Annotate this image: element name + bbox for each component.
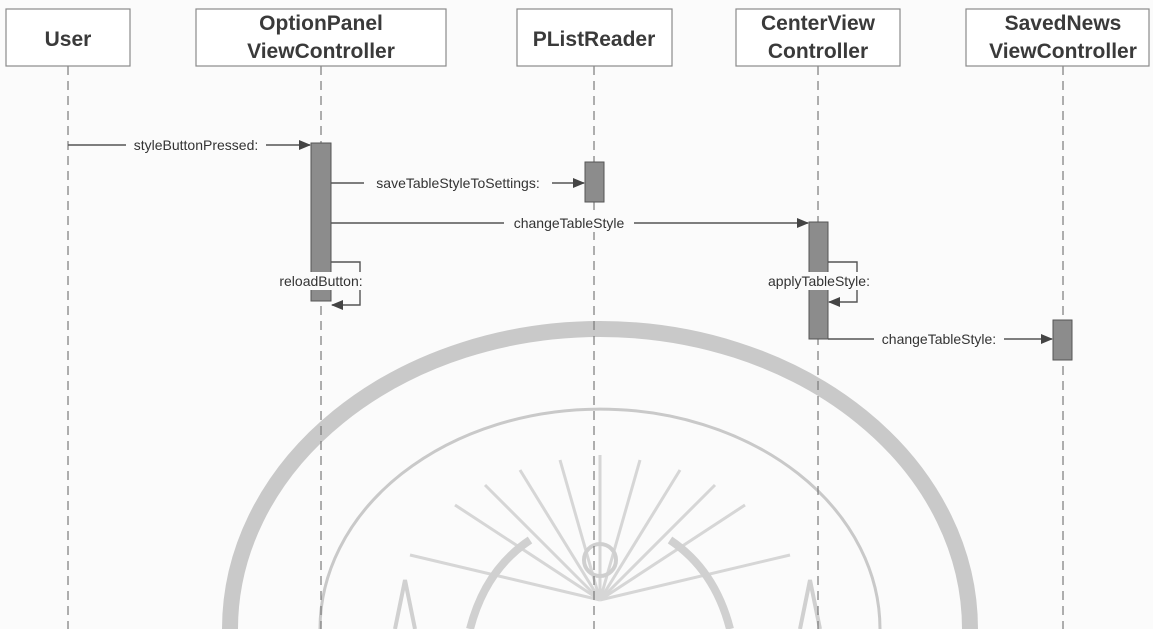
- message-styleButtonPressed: styleButtonPressed:: [68, 136, 311, 154]
- participant-label: SavedNews: [1005, 12, 1122, 35]
- participant-savednews: SavedNews ViewController: [965, 8, 1150, 67]
- message-changeTableStyle-saved: changeTableStyle:: [828, 330, 1053, 348]
- message-label: styleButtonPressed:: [134, 137, 259, 153]
- message-saveTableStyleToSettings: saveTableStyleToSettings:: [331, 174, 585, 192]
- activation-savednews: [1052, 319, 1073, 361]
- participant-label: ViewController: [989, 40, 1137, 63]
- message-label: applyTableStyle:: [768, 273, 870, 289]
- participant-centerview: CenterView Controller: [735, 8, 901, 67]
- participant-label: OptionPanel: [259, 12, 383, 35]
- message-label: changeTableStyle:: [882, 331, 996, 347]
- participant-plistreader: PListReader: [516, 8, 673, 67]
- participant-user: User: [5, 8, 131, 67]
- message-label: saveTableStyleToSettings:: [376, 175, 539, 191]
- participant-label: PListReader: [533, 28, 656, 51]
- participant-label: CenterView: [761, 12, 876, 35]
- message-label: changeTableStyle: [514, 215, 625, 231]
- activation-plistreader: [584, 161, 605, 203]
- message-reloadButton: reloadButton:: [268, 261, 374, 310]
- activation-optionpanel: [310, 142, 332, 302]
- message-label: reloadButton:: [279, 273, 362, 289]
- watermark-seal: [222, 321, 978, 629]
- participant-label: ViewController: [247, 40, 395, 63]
- participant-optionpanel: OptionPanel ViewController: [195, 8, 447, 67]
- participant-label: Controller: [768, 40, 868, 63]
- participant-label: User: [45, 28, 92, 51]
- message-changeTableStyle: changeTableStyle: [331, 214, 809, 232]
- message-applyTableStyle: applyTableStyle:: [758, 261, 880, 307]
